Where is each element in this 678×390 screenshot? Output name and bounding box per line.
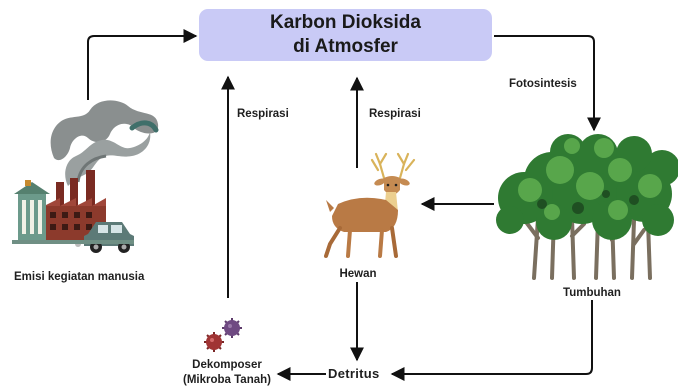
atmosphere-co2-box: Karbon Dioksida di Atmosfer [199, 9, 492, 61]
decomposer-label-line1: Dekomposer [192, 359, 262, 371]
detritus-label: Detritus [328, 366, 380, 381]
plant-to-detritus-arrow [392, 300, 592, 374]
deer-icon [300, 148, 430, 260]
plant-label: Tumbuhan [563, 287, 621, 299]
title-line2: di Atmosfer [293, 35, 398, 59]
tree-icon [494, 128, 678, 280]
factory-icon [10, 94, 160, 260]
photosynthesis-label: Fotosintesis [509, 78, 577, 90]
emission-arrow [88, 36, 196, 100]
decomposer-respiration-label: Respirasi [237, 108, 289, 120]
animal-respiration-label: Respirasi [369, 108, 421, 120]
animal-label: Hewan [339, 268, 376, 280]
microbe-icon [200, 314, 248, 354]
decomposer-label-line2: (Mikroba Tanah) [183, 374, 271, 386]
human-emission-label: Emisi kegiatan manusia [14, 271, 144, 283]
title-line1: Karbon Dioksida [270, 11, 421, 35]
